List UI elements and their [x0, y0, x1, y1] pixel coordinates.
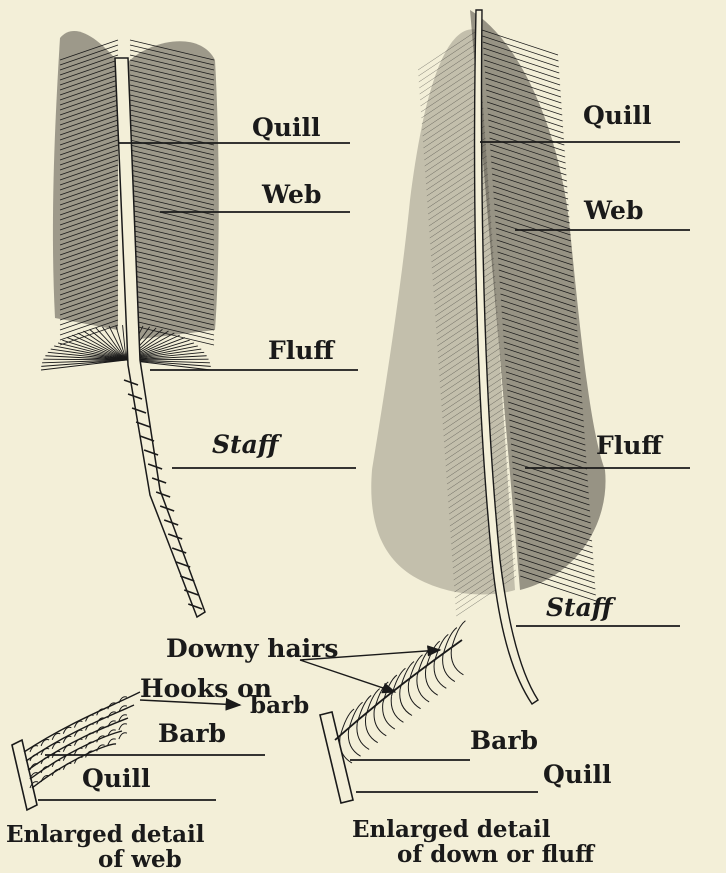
down-detail-quill-label: Quill — [543, 762, 611, 787]
web-detail-barb — [24, 692, 140, 752]
right-fluff-label: Fluff — [596, 433, 662, 458]
web-detail-quill — [12, 740, 37, 810]
left-quill-label: Quill — [252, 115, 320, 140]
left-fluff-label: Fluff — [268, 338, 334, 363]
right-staff-label: Staff — [546, 595, 612, 620]
web-detail-barb-small-label: barb — [250, 694, 309, 717]
left-staff-label: Staff — [212, 432, 278, 457]
web-detail-caption-line2: of web — [98, 848, 182, 871]
right-web-label: Web — [584, 198, 643, 223]
web-detail-barb-label: Barb — [158, 721, 226, 746]
down-detail-caption-line2: of down or fluff — [397, 843, 594, 866]
down-detail-barb-label: Barb — [470, 728, 538, 753]
downy-hairs-arrow — [300, 660, 395, 692]
right-quill-label: Quill — [583, 103, 651, 128]
down-detail-quill — [320, 712, 353, 803]
web-detail-quill-label: Quill — [82, 766, 150, 791]
web-detail-caption-line1: Enlarged detail — [6, 823, 205, 846]
left-web-label: Web — [262, 182, 321, 207]
down-detail-downy-hairs-label: Downy hairs — [166, 636, 338, 661]
down-detail-caption-line1: Enlarged detail — [352, 818, 551, 841]
